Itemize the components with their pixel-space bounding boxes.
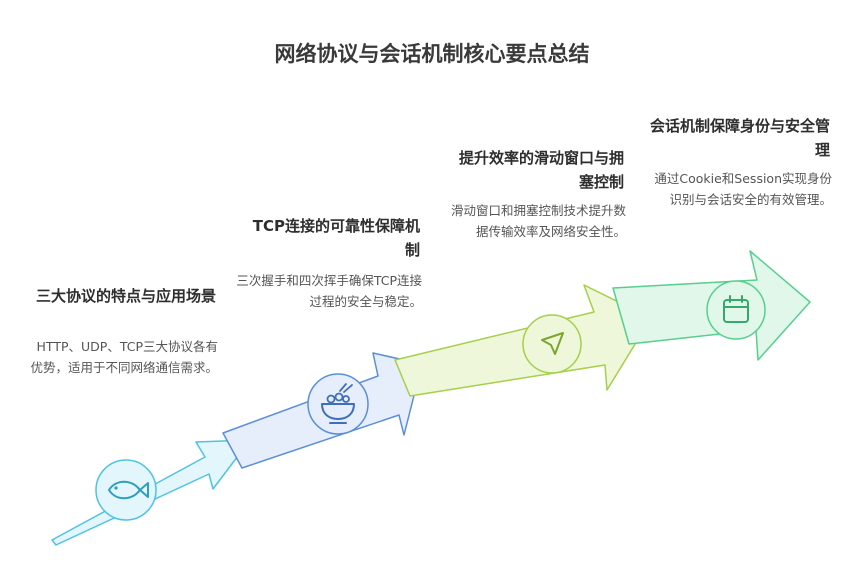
- fish-icon: [95, 459, 157, 521]
- step-1-title: 三大协议的特点与应用场景: [35, 287, 216, 305]
- step-4-title: 会话机制保障身份与安全管理: [649, 117, 830, 159]
- step-4-description: 通过Cookie和Session实现身份识别与会话安全的有效管理。: [654, 171, 832, 207]
- bowl-icon: [307, 373, 369, 435]
- step-2-title: TCP连接的可靠性保障机制: [252, 217, 420, 259]
- step-1-description: HTTP、UDP、TCP三大协议各有优势，适用于不同网络通信需求。: [30, 339, 218, 375]
- step-3-description: 滑动窗口和拥塞控制技术提升数据传输效率及网络安全性。: [450, 203, 626, 239]
- step-3-title: 提升效率的滑动窗口与拥塞控制: [458, 149, 624, 191]
- calendar-icon: [706, 280, 766, 340]
- page-title: 网络协议与会话机制核心要点总结: [274, 42, 590, 66]
- send-icon: [522, 314, 582, 374]
- step-2-description: 三次握手和四次挥手确保TCP连接过程的安全与稳定。: [236, 273, 422, 309]
